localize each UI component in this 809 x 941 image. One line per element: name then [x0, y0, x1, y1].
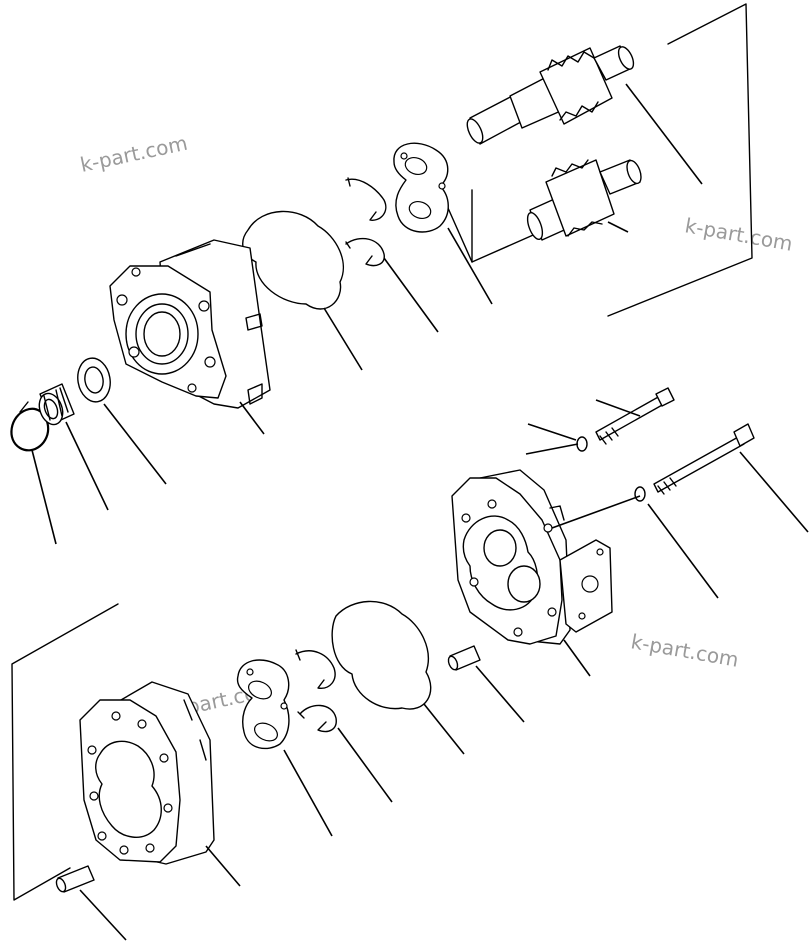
leader-line-dowel-middle	[475, 665, 525, 723]
leader-line-thrust-washer	[103, 403, 167, 485]
washer-small-2	[634, 486, 646, 502]
rear-spacer-plate	[79, 681, 215, 865]
watermark-1: k-part.com	[78, 131, 190, 177]
leader-line-gasket-top	[323, 307, 363, 371]
seal-clips-top	[345, 177, 387, 267]
leader-line-wear-plate-top	[447, 227, 493, 305]
leader-line-front-cover	[239, 401, 265, 435]
gasket-top	[242, 210, 345, 310]
seal-clips-bottom	[295, 649, 337, 733]
leader-lines	[31, 83, 809, 941]
leader-line-seal-clips-bottom	[337, 727, 393, 803]
thrust-washer	[77, 357, 111, 403]
dowel-pin-middle	[447, 645, 481, 671]
leader-line-washer-1	[527, 423, 577, 441]
gasket-bottom	[331, 600, 432, 710]
leader-line-bolt-long	[739, 451, 809, 533]
dowel-pin-bottom	[55, 865, 95, 893]
leader-line-gasket-bottom	[423, 703, 465, 755]
wear-plate-top	[393, 142, 449, 233]
leader-line-seal-clips-top	[383, 257, 439, 333]
leader-line-wear-plate-bottom	[283, 749, 333, 837]
gear-housing-body	[451, 469, 613, 645]
leader-line-dowel-bottom	[79, 889, 127, 941]
needle-bearing	[38, 383, 75, 426]
leader-line-bolt-short	[595, 399, 641, 417]
watermark-3: k-part.com	[629, 629, 740, 672]
leader-line-bolt-to-housing	[525, 443, 579, 455]
drive-shaft	[466, 45, 635, 145]
front-cover-housing	[109, 239, 271, 409]
leader-line-driven-gear	[607, 221, 629, 233]
assembly-bracket-top	[439, 3, 753, 317]
bolt-short	[595, 387, 675, 445]
wear-plate-bottom	[236, 659, 290, 750]
leader-line-needle-bearing	[65, 421, 109, 511]
driven-gear	[526, 159, 642, 241]
leader-line-washer-to-housing	[551, 495, 641, 529]
leader-line-washer-2	[647, 503, 719, 599]
washer-small-1	[576, 436, 588, 452]
bolt-long	[653, 423, 755, 495]
leader-line-drive-shaft	[625, 83, 703, 185]
leader-line-snap-ring	[31, 449, 57, 545]
assembly-bracket-bottom	[11, 603, 119, 901]
leader-line-rear-spacer	[205, 845, 241, 887]
watermark-2: k-part.com	[683, 213, 794, 256]
leader-line-housing-body	[563, 639, 591, 677]
